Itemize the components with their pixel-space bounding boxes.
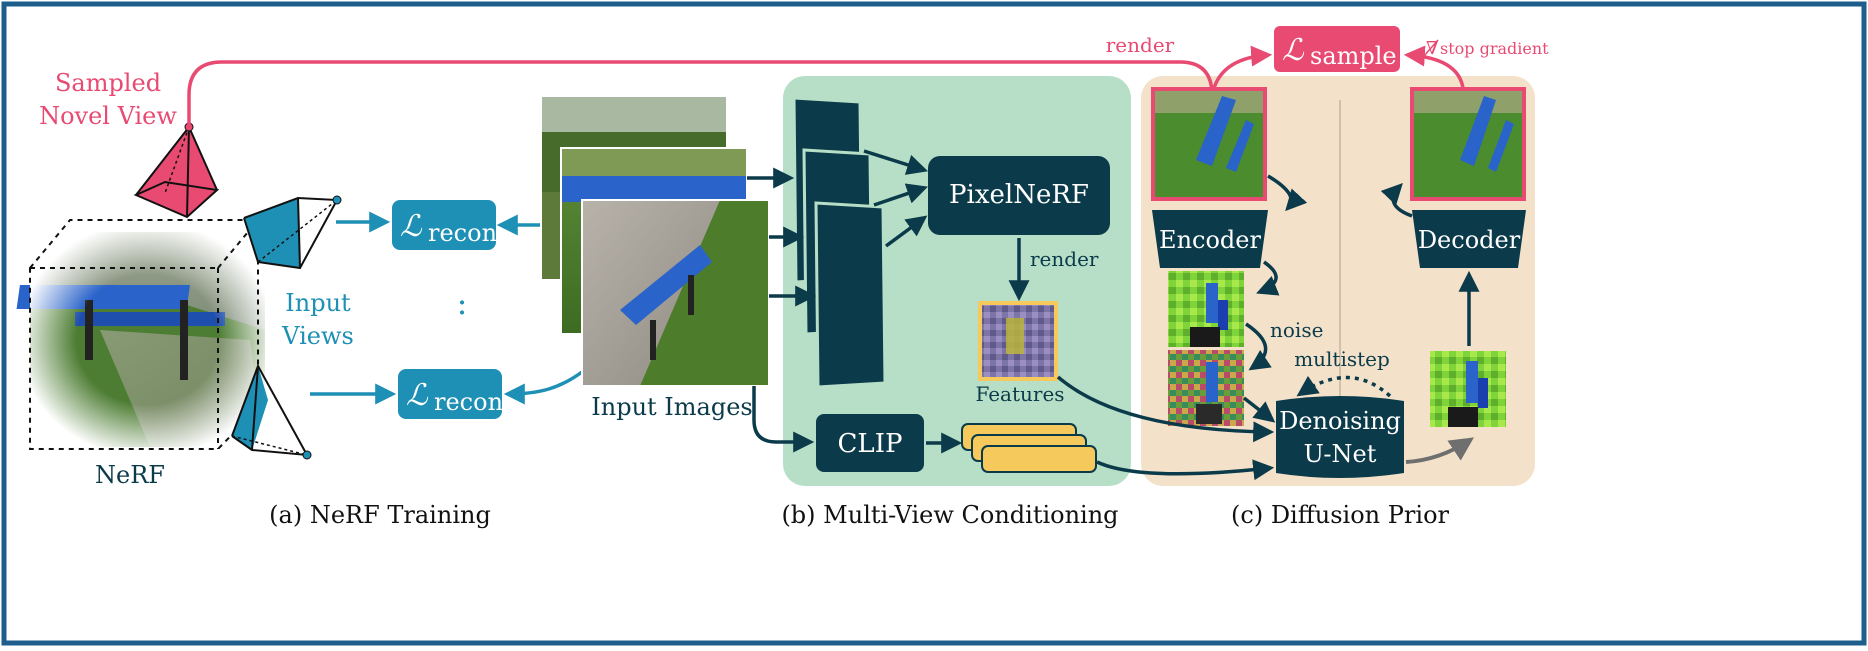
clip-box [816,414,924,472]
arrow-latent-to-noisy [1245,322,1272,371]
caption-c: (c) Diffusion Prior [1231,501,1449,529]
arrow-render-to-diffusion [187,60,1223,125]
denoised-latent-image [1430,351,1506,427]
clip-embeddings [961,423,1097,473]
encoder-label: Encoder [1159,226,1261,254]
arrow-encoder-to-pixelnerf-2 [873,183,928,207]
latent-image [1168,271,1244,347]
sampled-view-label-line2: Novel View [39,102,177,130]
recon-symbol-bottom: ℒ [406,378,429,413]
encoder-block [1152,210,1268,268]
sample-loss-symbol: ℒ [1282,33,1305,68]
render-label-top: render [1106,33,1175,57]
arrow-features-to-unet [1056,375,1275,443]
arrow-render-image-to-loss [1212,45,1273,89]
caption-b: (b) Multi-View Conditioning [781,501,1118,529]
recon-loss-top: ℒ recon [392,200,497,250]
pixelnerf-label: PixelNeRF [949,180,1089,210]
clip-label: CLIP [838,429,903,459]
input-images-label: Input Images [591,393,752,421]
multistep-label: multistep [1294,347,1390,371]
nabla-strike [1423,39,1439,57]
input-camera-top [243,195,342,270]
caption-a: (a) NeRF Training [269,501,491,529]
arrow-unet-to-denoised [1405,437,1474,464]
arrow-decoder-to-image [1380,182,1413,218]
pixelnerf-box [928,156,1110,235]
arrow-image-to-encoder [1267,174,1308,212]
decoder-label: Decoder [1418,226,1521,254]
decoder-block [1412,210,1526,268]
sample-loss-subscript: sample [1310,42,1397,70]
stop-gradient-label: stop gradient [1440,39,1549,58]
ellipsis-label: : [457,284,468,322]
features-map [978,301,1058,381]
render-label-mid: render [1030,247,1099,271]
recon-symbol-top: ℒ [400,209,423,244]
sampled-view-label-line1: Sampled [55,69,161,97]
nerf-volume [16,232,265,447]
arrow-multistep-loop [1296,375,1392,398]
recon-subscript-bottom: recon [434,388,503,416]
arrow-clip-to-unet [1096,459,1275,481]
recon-subscript-top: recon [428,219,497,247]
rendered-view-image [1151,87,1267,201]
arrow-decoded-to-loss [1403,45,1465,89]
input-image-3 [581,199,770,387]
noise-label: noise [1270,318,1323,342]
unet-label-line1: Denoising [1279,407,1401,435]
input-camera-bottom [231,363,312,460]
arrow-encoder-to-pixelnerf-3 [884,215,928,248]
unet-block [1276,396,1404,478]
arrow-image-to-clip [752,386,815,453]
recon-loss-bottom: ℒ recon [398,369,503,419]
input-views-label-line2: Views [281,322,354,350]
arrow-encoder-to-latent [1256,260,1280,296]
input-views-label-line1: Input [285,289,351,317]
sampled-camera [133,122,220,219]
arrow-image-to-recon-bottom [503,370,584,405]
sample-loss-box [1274,26,1400,72]
unet-label-line2: U-Net [1304,440,1377,468]
features-label: Features [975,382,1064,406]
arrow-noisy-to-unet [1242,396,1276,423]
encoder-stack [792,96,887,389]
noisy-latent-image [1168,350,1244,426]
arrow-encoder-to-pixelnerf-1 [863,149,929,175]
nerf-label: NeRF [95,461,165,489]
decoded-view-image [1410,87,1526,201]
